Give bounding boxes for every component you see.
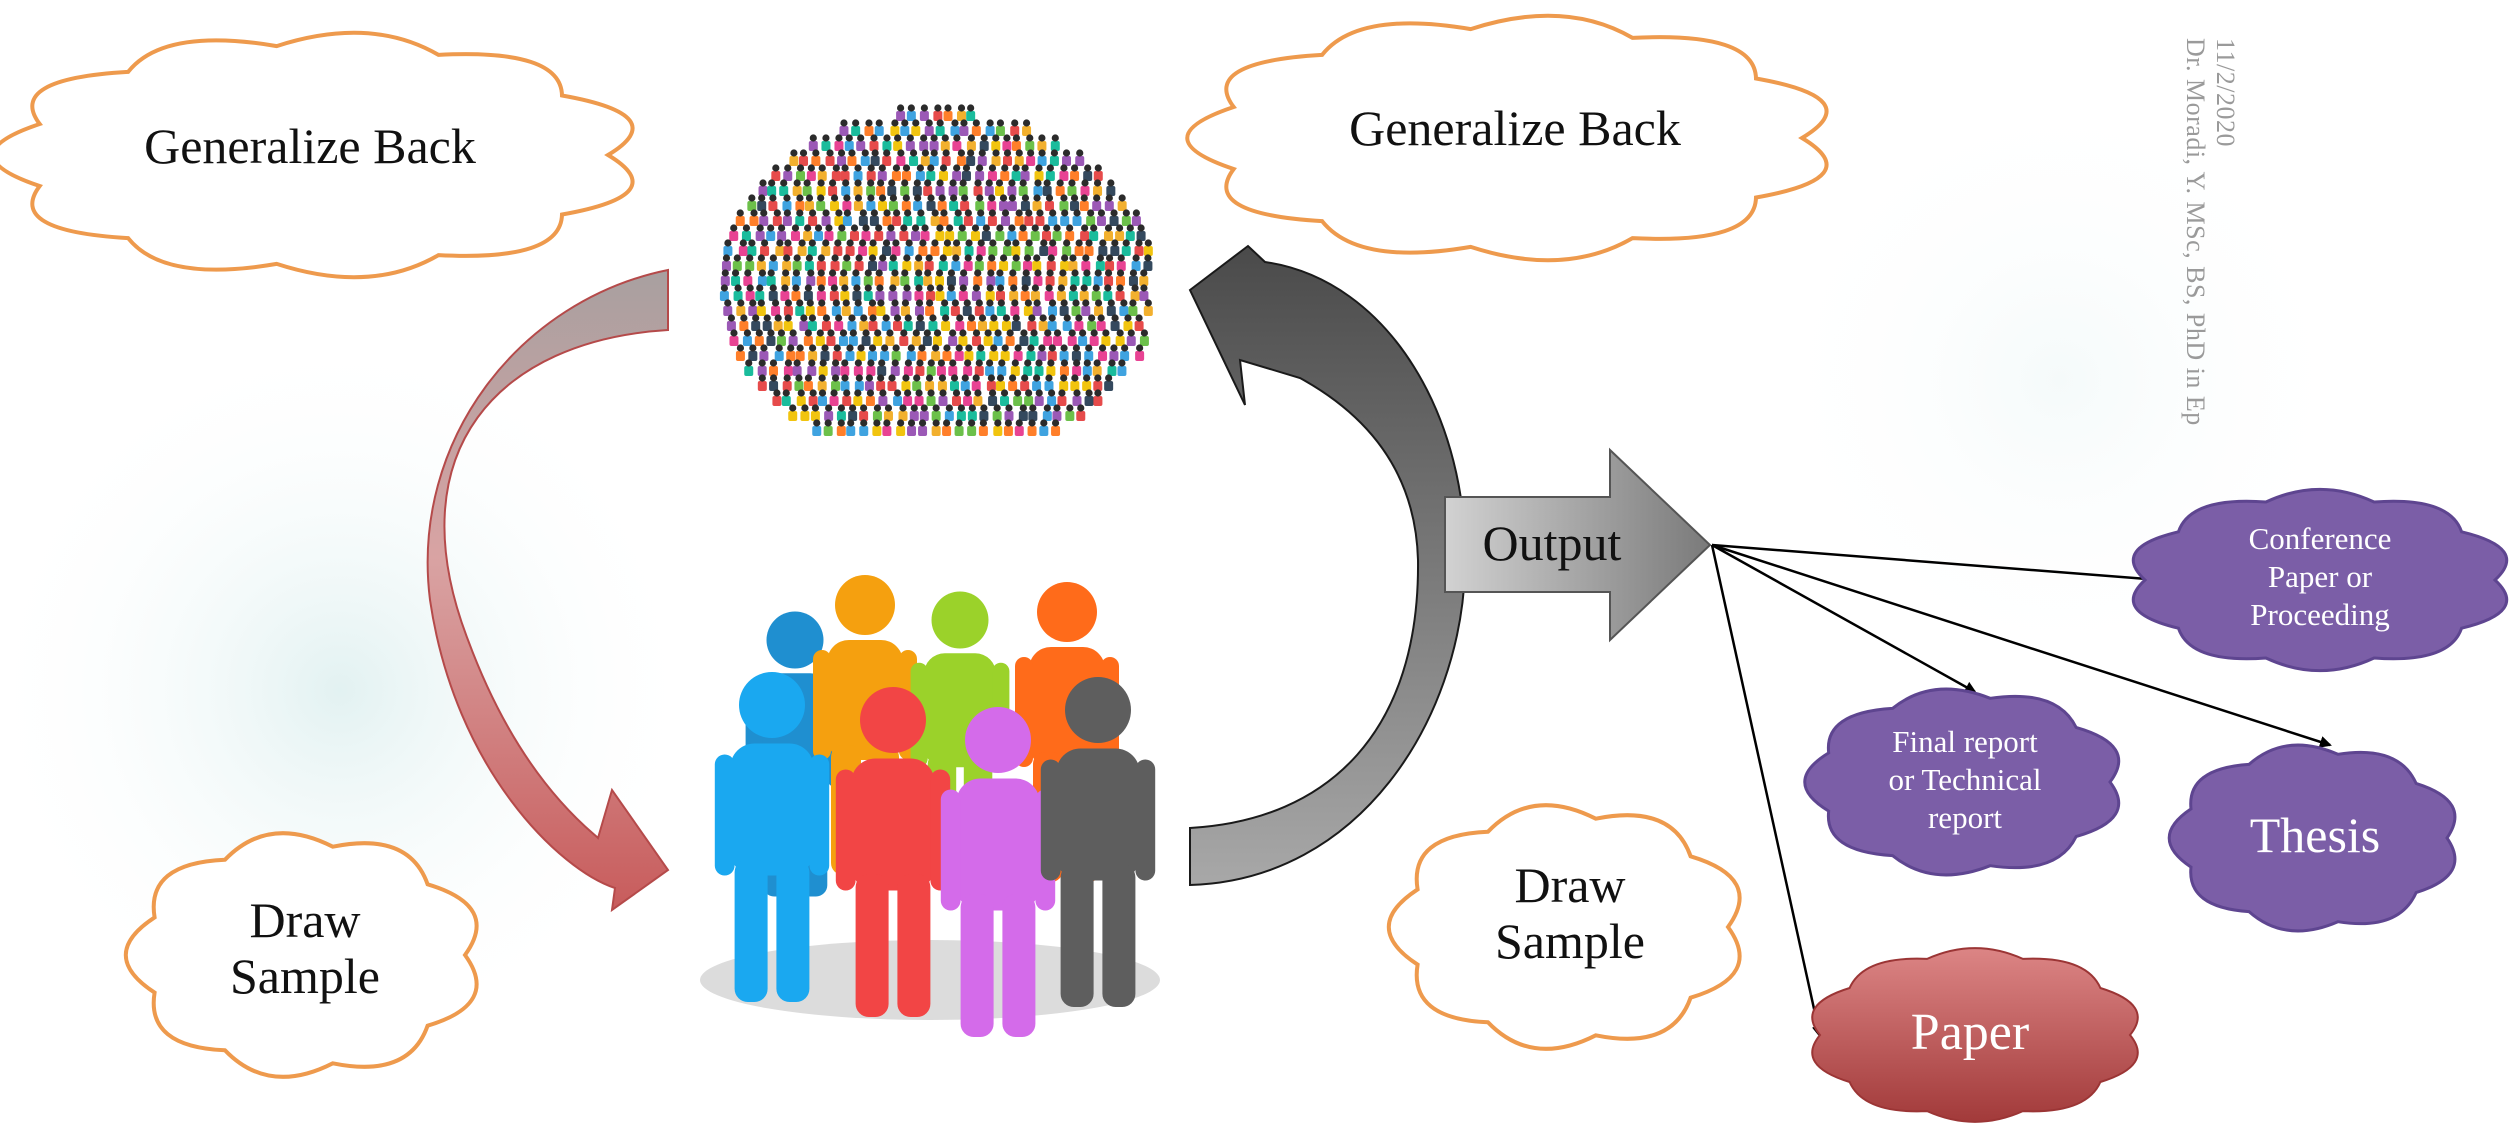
draw-sample-right-line2: Sample <box>1495 913 1645 969</box>
watermark-date: 11/2/2020 <box>2210 38 2240 147</box>
output-connectors <box>1710 543 2332 1038</box>
cloud-conference <box>2131 487 2509 673</box>
cloud-thesis <box>2167 743 2457 933</box>
crowd-icon <box>719 104 1153 436</box>
people-group-icon <box>700 575 1160 1037</box>
connector-paper <box>1710 544 1824 1038</box>
final-report-label: Final report or Technical report <box>1810 723 2120 836</box>
generalize-arrow-left <box>426 268 670 913</box>
conference-line2: Paper or <box>2267 558 2373 594</box>
final-report-line3: report <box>1927 799 2003 835</box>
connector-final-report <box>1711 543 1977 694</box>
connector-conference <box>1711 543 2162 586</box>
conference-label: Conference Paper or Proceeding <box>2160 520 2480 633</box>
conference-line3: Proceeding <box>2250 596 2390 632</box>
paper-label: Paper <box>1910 1004 2030 1061</box>
output-arrow <box>1444 447 1712 643</box>
cloud-draw-right <box>1387 803 1742 1051</box>
generalize-back-right-label: Generalize Back <box>1349 100 1681 156</box>
cloud-paper <box>1811 947 2139 1123</box>
watermark: 11/2/2020 Dr. Moradi, Y. MSc, BS, PhD in… <box>2180 38 2240 426</box>
watermark-author: Dr. Moradi, Y. MSc, BS, PhD in Ep <box>2180 38 2210 426</box>
output-label: Output <box>1482 515 1622 571</box>
conference-line1: Conference <box>2248 521 2392 556</box>
draw-sample-right-line1: Draw <box>1514 857 1626 913</box>
generalize-back-left-label: Generalize Back <box>144 118 476 174</box>
connector-thesis <box>1711 543 2332 748</box>
draw-sample-left-line2: Sample <box>230 948 380 1004</box>
final-report-line1: Final report <box>1892 724 2038 759</box>
cloud-generalize-right <box>1185 13 1829 263</box>
cloud-generalize-left <box>0 30 635 280</box>
draw-sample-right-label: Draw Sample <box>1430 857 1710 969</box>
cloud-draw-left <box>124 831 479 1079</box>
draw-sample-left-label: Draw Sample <box>170 892 440 1004</box>
draw-arrow-right <box>1188 244 1467 887</box>
draw-sample-left-line1: Draw <box>249 892 361 948</box>
cloud-final-report <box>1803 687 2121 877</box>
final-report-line2: or Technical <box>1888 761 2042 797</box>
thesis-label: Thesis <box>2249 807 2381 863</box>
